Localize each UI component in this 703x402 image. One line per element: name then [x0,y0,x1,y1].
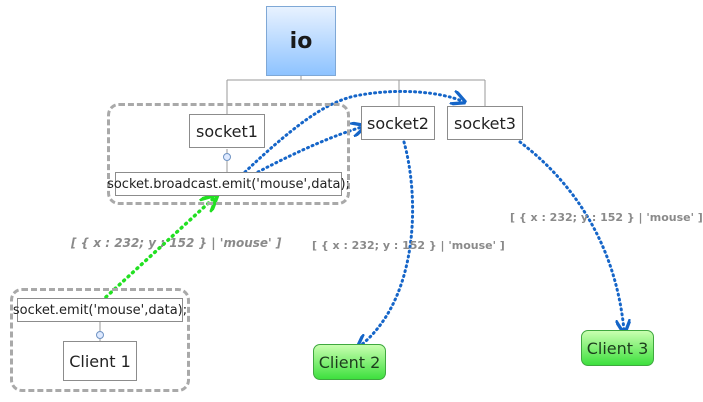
broadcast-emit-node[interactable]: socket.broadcast.emit('mouse',data); [107,172,350,196]
emit-node[interactable]: socket.emit('mouse',data); [13,298,187,322]
message-label-main: [ { x : 232; y : 152 } | 'mouse' ] [71,236,282,250]
arrow-broadcast-to-socket2 [256,127,362,174]
arrow-socket2-to-client2 [360,140,415,346]
client2-node[interactable]: Client 2 [313,344,386,380]
message-label-client3: [ { x : 232; y : 152 } | 'mouse' ] [510,211,703,224]
collapse-icon[interactable] [223,153,231,161]
collapse-icon[interactable] [96,331,104,339]
io-node[interactable]: io [266,6,336,76]
socket2-node[interactable]: socket2 [361,106,435,140]
socket3-node[interactable]: socket3 [447,106,523,140]
server-socket1-group [107,103,350,205]
arrow-socket3-to-client3 [518,140,624,330]
client1-node[interactable]: Client 1 [63,341,137,381]
socket1-node[interactable]: socket1 [189,114,265,148]
client3-node[interactable]: Client 3 [581,330,654,366]
connector-layer [99,76,688,402]
message-label-client2: [ { x : 232; y : 152 } | 'mouse' ] [312,239,505,252]
client1-group [10,288,190,392]
arrow-broadcast-to-socket3 [243,89,462,174]
arrow-client1-to-broadcast [104,198,214,299]
